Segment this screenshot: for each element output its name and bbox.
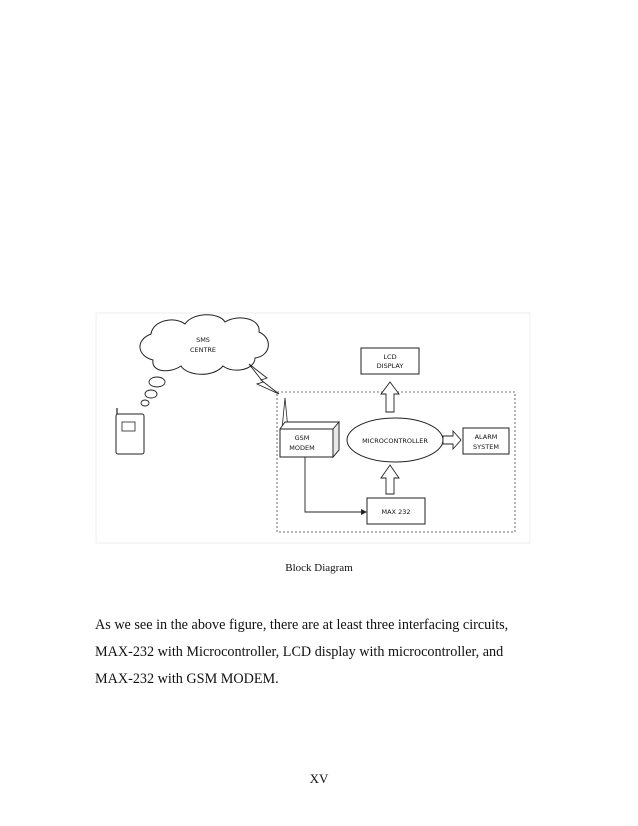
gsm-modem-line2: MODEM (289, 444, 314, 452)
arrow-to-alarm (442, 429, 462, 451)
arrow-max-to-micro (380, 464, 400, 495)
alarm-system-box (462, 427, 510, 455)
lcd-display-line2: DISPLAY (377, 362, 404, 370)
paragraph-line: MAX-232 with Microcontroller, LCD displa… (95, 644, 504, 660)
alarm-system-line2: SYSTEM (473, 443, 499, 451)
figure-caption: Block Diagram (285, 562, 353, 574)
gsm-modem: GSM MODEM (279, 397, 340, 459)
sms-centre-line2: CENTRE (190, 346, 216, 354)
paragraph-line: MAX-232 with GSM MODEM. (95, 671, 279, 687)
system-boundary (276, 391, 516, 533)
microcontroller-label: MICROCONTROLLER (362, 437, 428, 445)
mobile-phone-icon (115, 408, 145, 455)
alarm-system-line1: ALARM (475, 433, 498, 441)
lcd-display-box (360, 347, 420, 375)
max232-box (366, 497, 426, 525)
signal-bolt-icon (248, 363, 280, 395)
gsm-to-max232-line (304, 457, 361, 513)
max232-label: MAX 232 (382, 508, 411, 516)
sms-centre-line1: SMS (196, 336, 210, 344)
paragraph-line: As we see in the above figure, there are… (95, 617, 509, 633)
sms-centre-cloud: SMS CENTRE (139, 314, 269, 407)
block-diagram: SMS CENTRE LCD DISPLAY GSM MODEM MICROCO… (95, 312, 531, 544)
gsm-modem-line1: GSM (295, 434, 310, 442)
arrow-to-lcd (380, 381, 400, 413)
body-paragraph: As we see in the above figure, there are… (95, 612, 545, 693)
page-number: XV (309, 771, 329, 786)
lcd-display-line1: LCD (383, 353, 396, 361)
